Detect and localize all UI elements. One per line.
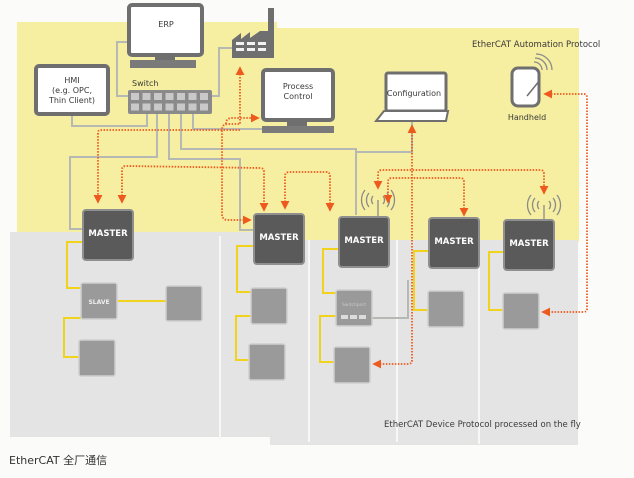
- switch-port: [188, 103, 197, 111]
- slave-device: [502, 292, 540, 330]
- slave-device: [250, 287, 288, 325]
- master-label: MASTER: [434, 237, 474, 247]
- slave-device: [78, 339, 116, 377]
- arrow-handheld-slave: [541, 89, 588, 317]
- arrow-process-control: [225, 113, 260, 125]
- hmi-label-line3: Thin Client): [48, 96, 95, 105]
- switch-port: [200, 103, 208, 111]
- slave-device: [427, 290, 465, 328]
- switch-port: [154, 93, 162, 100]
- switch-port: [177, 93, 185, 100]
- handheld-label: Handheld: [508, 113, 546, 122]
- switch-port: [200, 93, 208, 100]
- switch-label: Switch: [132, 79, 158, 88]
- process-control-label-line2: Control: [284, 92, 313, 101]
- process-control-label-line1: Process: [283, 82, 313, 91]
- switchport-ports: [341, 315, 366, 319]
- slave-device: [165, 285, 203, 322]
- network-switch: Switch: [128, 79, 212, 114]
- factory-icon: [232, 8, 274, 58]
- switch-port: [154, 103, 162, 111]
- arrow-hmi-master1: [93, 129, 240, 204]
- slave-device: [248, 343, 286, 381]
- switchport-device: [335, 289, 373, 327]
- slave-label: SLAVE: [88, 299, 109, 306]
- master-label: MASTER: [344, 236, 384, 246]
- switch-port: [142, 103, 151, 111]
- master-controller: MASTER: [253, 213, 305, 265]
- process-control-computer: Process Control: [261, 68, 335, 133]
- device-protocol-zone-right: [270, 240, 578, 445]
- master-label: MASTER: [509, 239, 549, 249]
- master-box: [82, 209, 134, 261]
- arrow-config-slave: [372, 124, 417, 369]
- switch-port: [131, 103, 139, 111]
- hmi-label-line1: HMI: [64, 76, 79, 85]
- device-protocol-label: EtherCAT Device Protocol processed on th…: [384, 420, 581, 430]
- switch-port: [165, 103, 174, 111]
- wireless-icon: [533, 53, 553, 71]
- arrow-factory-master2: [221, 66, 252, 225]
- switch-port: [177, 103, 185, 111]
- master-label: MASTER: [88, 229, 128, 239]
- master-label: MASTER: [259, 233, 299, 243]
- handheld-device: Handheld: [508, 53, 553, 122]
- erp-label: ERP: [158, 20, 174, 29]
- configuration-label: Configuration: [387, 89, 441, 98]
- switch-port: [188, 93, 197, 100]
- master-controller: MASTER: [503, 219, 555, 271]
- arrow-master2-master3: [280, 171, 335, 212]
- switch-port: [165, 93, 174, 100]
- master-controller: MASTER: [82, 209, 134, 261]
- slave-devices: SLAVE Switchport: [78, 282, 540, 384]
- slave-device: [333, 346, 371, 384]
- master-box: [253, 213, 305, 265]
- device-protocol-zone: [10, 232, 270, 437]
- arrow-master1-master2: [117, 165, 269, 212]
- master-controller: MASTER: [428, 217, 480, 269]
- switch-port: [131, 93, 139, 100]
- hmi-label-line2: (e.g. OPC,: [52, 86, 92, 95]
- slave-device: [80, 282, 118, 320]
- switch-port: [142, 93, 151, 100]
- erp-computer: ERP: [127, 3, 204, 68]
- master-controller: MASTER: [338, 216, 390, 268]
- figure-caption: EtherCAT 全厂通信: [9, 454, 108, 467]
- switchport-label: Switchport: [342, 302, 366, 308]
- hmi-terminal: HMI (e.g. OPC, Thin Client): [34, 64, 110, 116]
- configuration-laptop: Configuration: [373, 71, 450, 122]
- communication-arrows: [93, 66, 588, 369]
- automation-protocol-label: EtherCAT Automation Protocol: [472, 40, 600, 50]
- master-box: [428, 217, 480, 269]
